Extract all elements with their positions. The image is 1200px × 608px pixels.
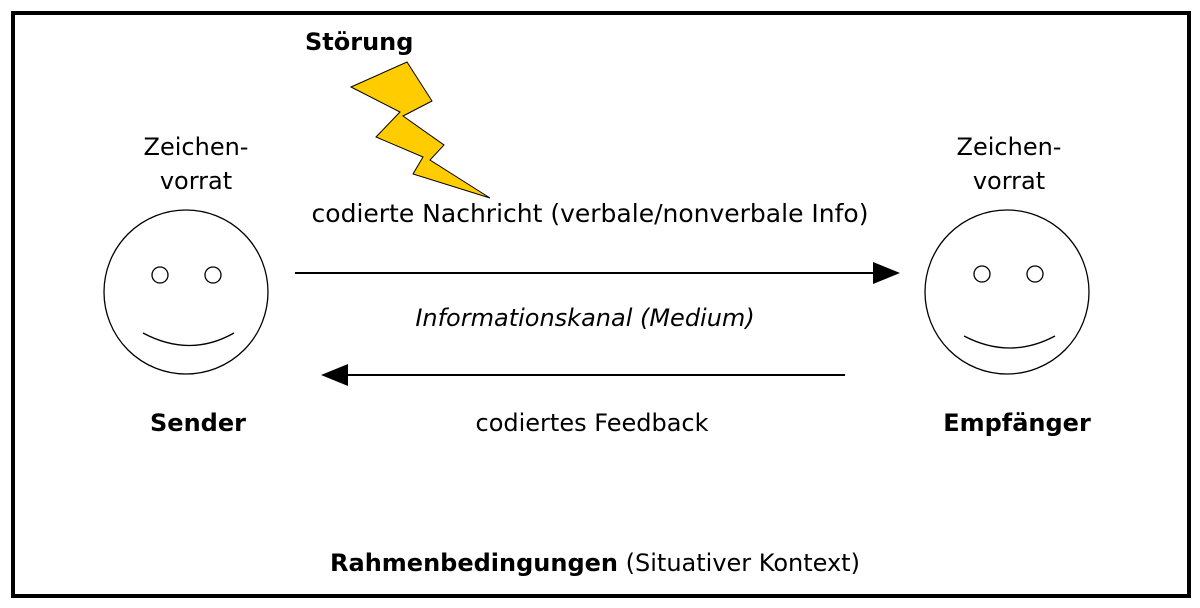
receiver-label: Empfänger [943,409,1091,437]
sender-sign-inventory-line1: Zeichen- [143,133,249,161]
message-arrow [295,262,900,284]
feedback-label: codiertes Feedback [475,409,709,437]
message-label: codierte Nachricht (verbale/nonverbale I… [311,199,869,228]
sender-smiley-icon [103,209,269,375]
receiver-sign-inventory-line2: vorrat [972,167,1046,195]
sender-sign-inventory: Zeichen- vorrat [144,130,249,198]
channel-label: Informationskanal (Medium) [415,304,755,332]
sender-sign-inventory-line2: vorrat [159,167,233,195]
diagram-frame [11,11,1191,598]
sender-label: Sender [150,409,246,437]
lightning-icon [349,61,491,199]
receiver-smiley-icon [924,209,1090,375]
feedback-arrow [321,364,845,386]
receiver-sign-inventory-line1: Zeichen- [956,133,1062,161]
context-label-rest: (Situativer Kontext) [618,549,860,577]
context-label-bold: Rahmenbedingungen [330,549,619,577]
context-label: Rahmenbedingungen (Situativer Kontext) [330,549,860,578]
disturbance-label: Störung [305,28,414,56]
receiver-sign-inventory: Zeichen- vorrat [957,130,1062,198]
